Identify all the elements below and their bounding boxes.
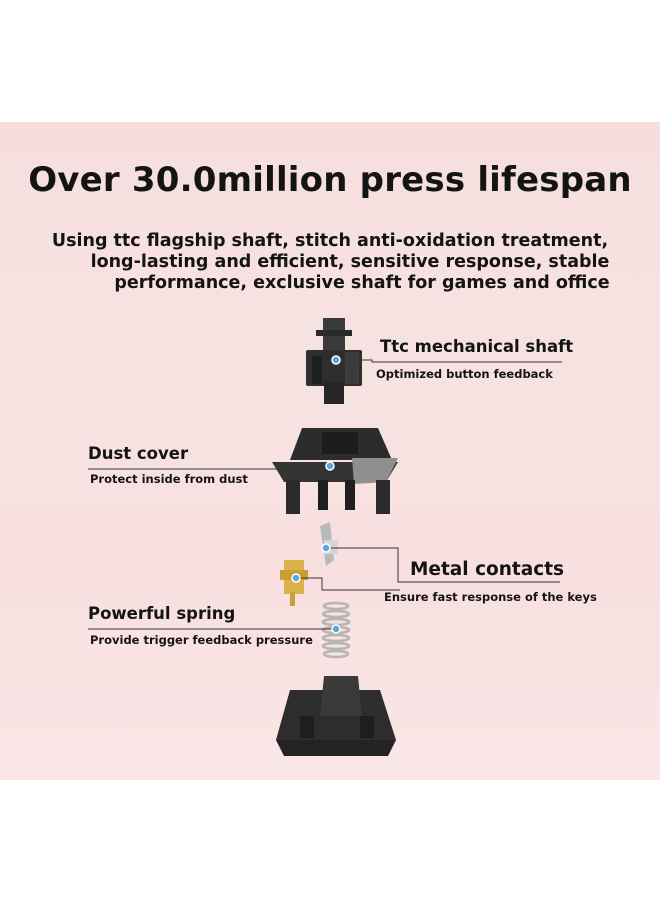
subtitle-line-2: long-lasting and efficient, sensitive re… bbox=[90, 252, 610, 272]
dust-cover-label: Dust cover bbox=[88, 444, 189, 463]
spring-label: Powerful spring bbox=[88, 604, 236, 623]
callout-lines bbox=[88, 359, 562, 630]
dust-cover-image bbox=[272, 428, 398, 514]
dust-cover-description: Protect inside from dust bbox=[90, 472, 248, 486]
subtitle-line-3: performance, exclusive shaft for games a… bbox=[114, 273, 610, 293]
highlight-dots bbox=[291, 355, 341, 634]
stem-label: Ttc mechanical shaft bbox=[380, 337, 574, 356]
bottom-housing-image bbox=[276, 676, 396, 756]
page-title: Over 30.0million press lifespan bbox=[28, 160, 632, 200]
stem-description: Optimized button feedback bbox=[376, 367, 553, 381]
metal-contacts-description: Ensure fast response of the keys bbox=[384, 590, 597, 604]
subtitle-line-1: Using ttc flagship shaft, stitch anti-ox… bbox=[51, 231, 609, 251]
metal-contacts-image bbox=[280, 522, 338, 606]
metal-contacts-label: Metal contacts bbox=[410, 559, 565, 580]
spring-description: Provide trigger feedback pressure bbox=[90, 633, 313, 647]
